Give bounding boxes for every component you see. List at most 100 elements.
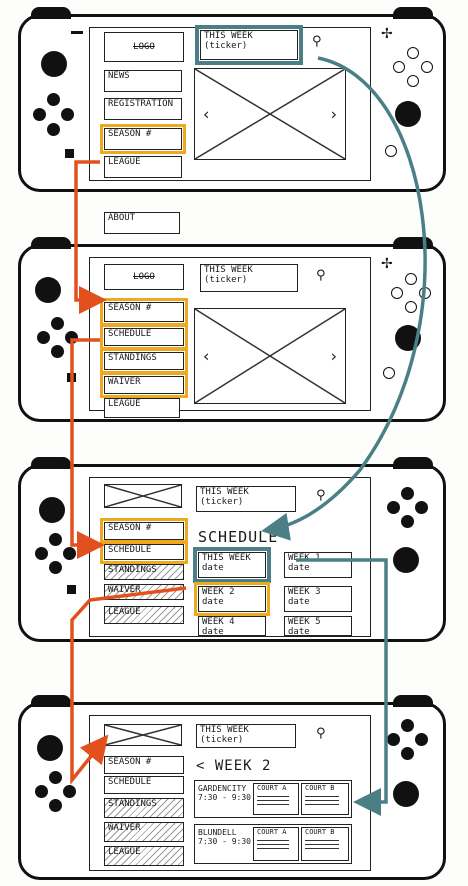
dpad-left	[37, 331, 50, 344]
nav-schedule[interactable]: SCHEDULE	[100, 540, 188, 564]
venue-info: BLUNDELL 7:30 - 9:30	[198, 828, 251, 847]
logo-box: LOGO	[104, 264, 184, 290]
nav-schedule-label: SCHEDULE	[108, 777, 152, 787]
week-card-this-week[interactable]: THIS WEEK date	[193, 547, 271, 583]
bumper-left	[31, 7, 71, 19]
nav-news[interactable]: NEWS	[104, 70, 182, 92]
carousel-next-icon[interactable]: ›	[330, 346, 337, 366]
device-frame-season: ✢ LOGO THIS WEEK (ticker) ⚲ SEASON # SCH…	[18, 237, 446, 422]
week-card-week5[interactable]: WEEK 5 date	[284, 616, 352, 636]
ticker-label: (ticker)	[200, 496, 244, 507]
nav-standings[interactable]: STANDINGS	[100, 348, 188, 374]
joycon-right: ✢	[371, 247, 443, 419]
logo-placeholder-icon	[105, 485, 181, 507]
week-card-week3[interactable]: WEEK 3 date	[284, 586, 352, 612]
court-detail-line	[305, 803, 339, 805]
nav-registration[interactable]: REGISTRATION	[104, 98, 182, 120]
court-card[interactable]: COURT A	[253, 827, 299, 861]
plus-button: ✢	[381, 26, 393, 42]
capture-button	[67, 373, 76, 382]
carousel-prev-icon[interactable]: ‹	[203, 104, 210, 124]
b-button	[405, 301, 417, 313]
dpad-up	[51, 317, 64, 330]
a-button	[419, 287, 431, 299]
device-frame-home: ✢ LOGO THIS WEEK (ticker) ⚲ NEWS REGISTR…	[18, 7, 446, 192]
court-card[interactable]: COURT B	[301, 827, 349, 861]
right-stick	[393, 781, 419, 807]
nav-league[interactable]: LEAGUE	[104, 156, 182, 178]
bumper-right	[393, 695, 433, 707]
logo-text: LOGO	[133, 42, 155, 52]
b-button	[401, 747, 414, 760]
joycon-left	[21, 17, 93, 189]
carousel-image: ‹ ›	[194, 308, 346, 404]
court-label: COURT B	[305, 784, 335, 792]
nav-season[interactable]: SEASON #	[100, 518, 188, 544]
court-detail-line	[305, 839, 339, 841]
nav-season-label: SEASON #	[108, 303, 152, 313]
carousel-image: ‹ ›	[194, 68, 346, 160]
venue-name: GARDENCITY	[198, 784, 247, 793]
nav-league[interactable]: LEAGUE	[104, 606, 184, 624]
search-icon[interactable]: ⚲	[316, 726, 326, 741]
nav-standings[interactable]: STANDINGS	[104, 798, 184, 818]
nav-waiver-label: WAIVER	[108, 823, 141, 833]
capture-button	[65, 149, 74, 158]
schedule-heading: SCHEDULE	[198, 528, 279, 546]
logo-text: LOGO	[133, 272, 155, 282]
nav-season[interactable]: SEASON #	[100, 124, 186, 154]
joycon-left	[21, 705, 93, 877]
court-detail-line	[305, 847, 339, 849]
dpad-right	[63, 785, 76, 798]
search-icon[interactable]: ⚲	[312, 34, 322, 49]
device-frame-schedule: THIS WEEK (ticker) ⚲ SEASON # SCHEDULE S…	[18, 457, 446, 642]
nav-schedule-label: SCHEDULE	[108, 545, 152, 555]
x-button	[401, 719, 414, 732]
dpad-down	[49, 799, 62, 812]
week-card-date: date	[288, 626, 310, 636]
nav-schedule[interactable]: SCHEDULE	[104, 776, 184, 794]
nav-waiver[interactable]: WAIVER	[104, 822, 184, 842]
nav-season[interactable]: SEASON #	[104, 756, 184, 774]
court-detail-line	[305, 843, 339, 845]
nav-news-label: NEWS	[108, 71, 130, 81]
joycon-left	[21, 247, 93, 419]
nav-waiver[interactable]: WAIVER	[100, 372, 188, 398]
week-card-week2[interactable]: WEEK 2 date	[194, 582, 270, 616]
search-icon[interactable]: ⚲	[316, 268, 326, 283]
screen-season: LOGO THIS WEEK (ticker) ⚲ SEASON # SCHED…	[89, 257, 371, 411]
nav-league-label: LEAGUE	[108, 399, 141, 409]
carousel-next-icon[interactable]: ›	[330, 104, 337, 124]
this-week-ticker[interactable]: THIS WEEK (ticker)	[195, 25, 303, 65]
nav-league[interactable]: LEAGUE	[104, 846, 184, 866]
court-card[interactable]: COURT B	[301, 783, 349, 815]
left-stick	[39, 497, 65, 523]
nav-schedule[interactable]: SCHEDULE	[100, 324, 188, 350]
nav-standings[interactable]: STANDINGS	[104, 564, 184, 580]
search-icon[interactable]: ⚲	[316, 488, 326, 503]
image-placeholder-icon	[195, 69, 345, 159]
logo-box	[104, 724, 182, 746]
nav-league[interactable]: LEAGUE	[104, 398, 180, 418]
x-button	[407, 47, 419, 59]
plus-button: ✢	[381, 256, 393, 272]
b-button	[407, 75, 419, 87]
b-button	[401, 515, 414, 528]
court-label: COURT A	[257, 828, 287, 836]
right-stick	[393, 547, 419, 573]
x-button	[405, 273, 417, 285]
logo-box	[104, 484, 182, 508]
nav-season-label: SEASON #	[108, 757, 152, 767]
nav-waiver[interactable]: WAIVER	[104, 584, 184, 600]
nav-about[interactable]: ABOUT	[104, 212, 180, 234]
this-week-ticker[interactable]: THIS WEEK (ticker)	[200, 264, 298, 292]
joycon-right	[371, 467, 443, 639]
week-card-week4[interactable]: WEEK 4 date	[198, 616, 266, 636]
week-card-week1[interactable]: WEEK 1 date	[284, 552, 352, 578]
this-week-ticker[interactable]: THIS WEEK (ticker)	[196, 486, 296, 512]
carousel-prev-icon[interactable]: ‹	[203, 346, 210, 366]
nav-season[interactable]: SEASON #	[100, 298, 188, 326]
bumper-left	[31, 457, 71, 469]
this-week-ticker[interactable]: THIS WEEK (ticker)	[196, 724, 296, 748]
court-card[interactable]: COURT A	[253, 783, 299, 815]
